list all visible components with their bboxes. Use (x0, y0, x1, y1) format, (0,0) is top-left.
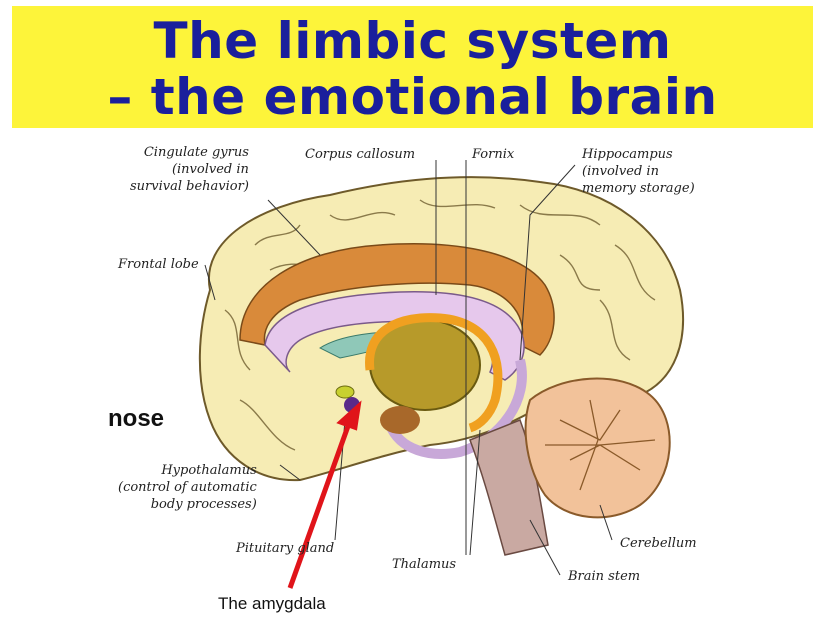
cerebellum (526, 379, 670, 518)
label-hypothalamus-note-2: body processes) (118, 496, 257, 513)
label-pituitary: Pituitary gland (236, 540, 334, 557)
label-corpus-callosum: Corpus callosum (305, 146, 415, 163)
label-cingulate: Cingulate gyrus (involved in survival be… (130, 144, 249, 195)
label-amygdala: The amygdala (218, 594, 326, 614)
label-hypothalamus-note-1: (control of automatic (118, 479, 257, 496)
label-cerebellum: Cerebellum (620, 535, 697, 552)
label-cingulate-title: Cingulate gyrus (130, 144, 249, 161)
label-frontal-lobe: Frontal lobe (118, 256, 199, 273)
label-cingulate-note-2: survival behavior) (130, 178, 249, 195)
label-thalamus: Thalamus (392, 556, 456, 573)
label-hippocampus-note-1: (involved in (582, 163, 695, 180)
label-hippocampus: Hippocampus (involved in memory storage) (582, 146, 695, 197)
label-fornix: Fornix (472, 146, 514, 163)
label-nose: nose (108, 405, 164, 433)
label-hippocampus-note-2: memory storage) (582, 180, 695, 197)
label-cingulate-note-1: (involved in (130, 161, 249, 178)
label-hippocampus-title: Hippocampus (582, 146, 695, 163)
label-brain-stem: Brain stem (568, 568, 640, 585)
label-hypothalamus: Hypothalamus (control of automatic body … (118, 462, 257, 513)
label-hypothalamus-title: Hypothalamus (118, 462, 257, 479)
